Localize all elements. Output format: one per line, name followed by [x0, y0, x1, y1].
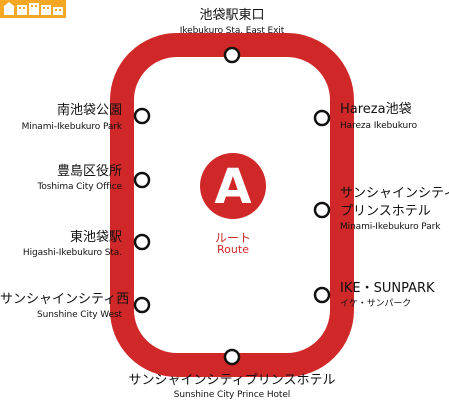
stop-marker-higashi-ikebukuro — [133, 233, 151, 251]
route-name-en: Route — [217, 243, 249, 256]
stop-label-ikebukuro-east-jp: 池袋駅東口 — [199, 8, 265, 23]
stop-marker-sunshine-west — [133, 296, 151, 314]
direction-arrow-icon — [136, 147, 152, 158]
direction-arrow-icon — [303, 66, 317, 78]
stop-label-sunshine-prince-right-jp2: プリンスホテル — [340, 204, 431, 219]
stop-label-sunshine-prince-bottom-jp: サンシャインシティプリンスホテル — [128, 373, 336, 388]
direction-arrow-icon — [136, 269, 152, 280]
direction-arrow-icon — [136, 209, 152, 220]
stop-label-hareza-en: Hareza Ikebukuro — [340, 121, 417, 131]
stop-label-higashi-ikebukuro-jp: 東池袋駅 — [69, 230, 122, 245]
stop-label-sunshine-prince-bottom-en: Sunshine City Prince Hotel — [173, 390, 291, 400]
direction-arrow-icon — [146, 68, 161, 80]
stop-label-sunshine-prince-right-jp1: サンシャインシティ — [340, 186, 449, 201]
stop-marker-hareza — [313, 109, 331, 127]
stop-label-ike-sunpark-jp: IKE・SUNPARK — [340, 281, 435, 296]
stop-label-sunshine-prince-right-en: Minami-Ikebukuro Park — [340, 222, 441, 232]
route-letter: A — [214, 159, 251, 215]
direction-arrow-icon — [314, 156, 330, 167]
stop-label-hareza-jp: Hareza池袋 — [340, 102, 412, 117]
stop-label-higashi-ikebukuro-en: Higashi-Ikebukuro Sta. — [22, 248, 122, 258]
stop-label-minami-ikebukuro-park-en: Minami-Ikebukuro Park — [21, 122, 122, 132]
stop-marker-minami-ikebukuro-park — [133, 107, 151, 125]
stop-label-ikebukuro-east-en: Ikebukuro Sta. East Exit — [179, 26, 285, 36]
direction-arrow-icon — [151, 333, 164, 346]
route-name-jp: ルート — [214, 231, 251, 245]
stop-marker-ike-sunpark — [313, 286, 331, 304]
stop-marker-toshima-office — [133, 171, 151, 189]
stop-label-sunshine-west-jp: サンシャインシティ西 — [0, 292, 130, 307]
stop-marker-sunshine-prince-right — [313, 201, 331, 219]
stop-label-sunshine-west-en: Sunshine City West — [37, 310, 122, 320]
bus-route-logo-icon — [0, 0, 66, 18]
stop-label-ike-sunpark-en: イケ・サンパーク — [340, 299, 412, 309]
route-badge — [200, 153, 266, 219]
stop-marker-ikebukuro-east — [223, 46, 241, 64]
stop-marker-sunshine-prince-bottom — [223, 348, 241, 366]
direction-arrow-icon — [304, 324, 318, 346]
direction-arrow-icon — [314, 244, 330, 255]
stop-label-minami-ikebukuro-park-jp: 南池袋公園 — [56, 103, 122, 118]
stop-label-toshima-office-jp: 豊島区役所 — [56, 164, 122, 179]
stop-label-toshima-office-en: Toshima City Office — [37, 182, 122, 192]
